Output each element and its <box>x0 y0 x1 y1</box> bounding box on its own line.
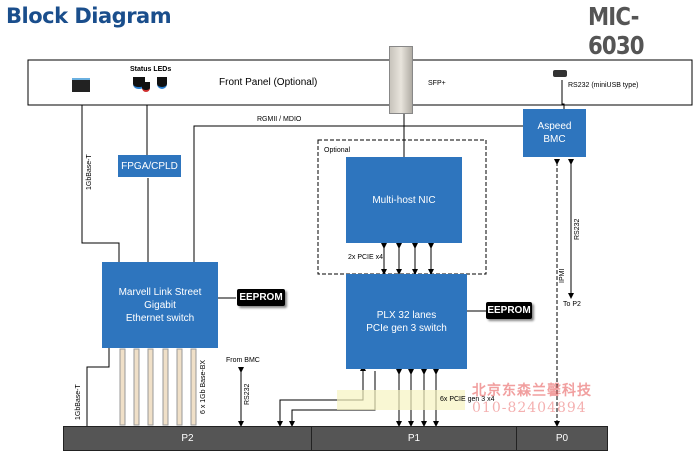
rgmii-line <box>193 125 528 262</box>
gbase-t-bottom-label: 1GbBase-T <box>75 384 82 420</box>
eeprom-right: EEPROM <box>486 302 532 319</box>
model-name: MIC-6030 <box>588 2 645 60</box>
status-led-blue-icon <box>157 77 167 89</box>
to-p2-label: To P2 <box>563 301 581 308</box>
six-gb-lanes <box>119 348 197 426</box>
six-gb-label: 6 x 1Gb Base-BX <box>200 359 207 414</box>
multi-host-nic-block: Multi-host NIC <box>346 157 462 243</box>
front-panel-label: Front Panel (Optional) <box>219 77 318 88</box>
eeprom-left: EEPROM <box>237 289 285 306</box>
status-led-red-icon <box>142 82 150 92</box>
gbase-t-top-line <box>81 105 120 262</box>
connector-p2: P2 <box>63 426 312 451</box>
watermark-line-2: 010-82404894 <box>472 400 587 416</box>
marvell-switch-block: Marvell Link Street Gigabit Ethernet swi… <box>102 262 218 348</box>
from-bmc-label: From BMC <box>226 357 260 364</box>
rs232-usb-label: RS232 (miniUSB type) <box>568 82 639 89</box>
marvell-line-2: Gigabit <box>144 299 176 311</box>
bmc-line-2: BMC <box>543 134 566 145</box>
mini-usb-icon <box>553 70 567 77</box>
status-leds-label: Status LEDs <box>130 66 172 73</box>
plx-line-2: PCIe gen 3 switch <box>366 322 447 334</box>
aspeed-bmc-block: Aspeed BMC <box>523 109 586 157</box>
pcie-gen3-label: 6x PCIE gen 3 x4 <box>440 396 495 403</box>
fpga-cpld-block: FPGA/CPLD <box>118 155 181 177</box>
optional-label: Optional <box>324 147 351 154</box>
rj45-port-icon <box>72 78 90 92</box>
connector-p1: P1 <box>311 426 517 451</box>
pcie-x4-label: 2x PCIE x4 <box>348 254 384 261</box>
diagram-title: Block Diagram <box>6 4 172 28</box>
rs232-p2-label: RS232 <box>244 383 251 405</box>
rgmii-label: RGMII / MDIO <box>257 116 302 123</box>
rs232-usb-line <box>561 80 565 110</box>
marvell-line-3: Ethernet switch <box>125 312 195 324</box>
front-panel-box <box>27 59 693 106</box>
ipmi-label: IPMI <box>559 268 566 283</box>
sfp-label: SFP+ <box>428 80 446 87</box>
marvell-line-1: Marvell Link Street <box>118 286 202 298</box>
rs232-bmc-label: RS232 <box>574 218 581 240</box>
plx-line-1: PLX 32 lanes <box>376 309 437 321</box>
connector-p0: P0 <box>516 426 608 451</box>
bmc-line-1: Aspeed <box>537 121 572 132</box>
sfp-cage-icon <box>389 46 413 114</box>
gbase-t-top-label: 1GbBase-T <box>86 154 93 190</box>
watermark-line-1: 北京东森兰馨科技 <box>472 383 592 399</box>
plx-switch-block: PLX 32 lanes PCIe gen 3 switch <box>346 274 467 369</box>
